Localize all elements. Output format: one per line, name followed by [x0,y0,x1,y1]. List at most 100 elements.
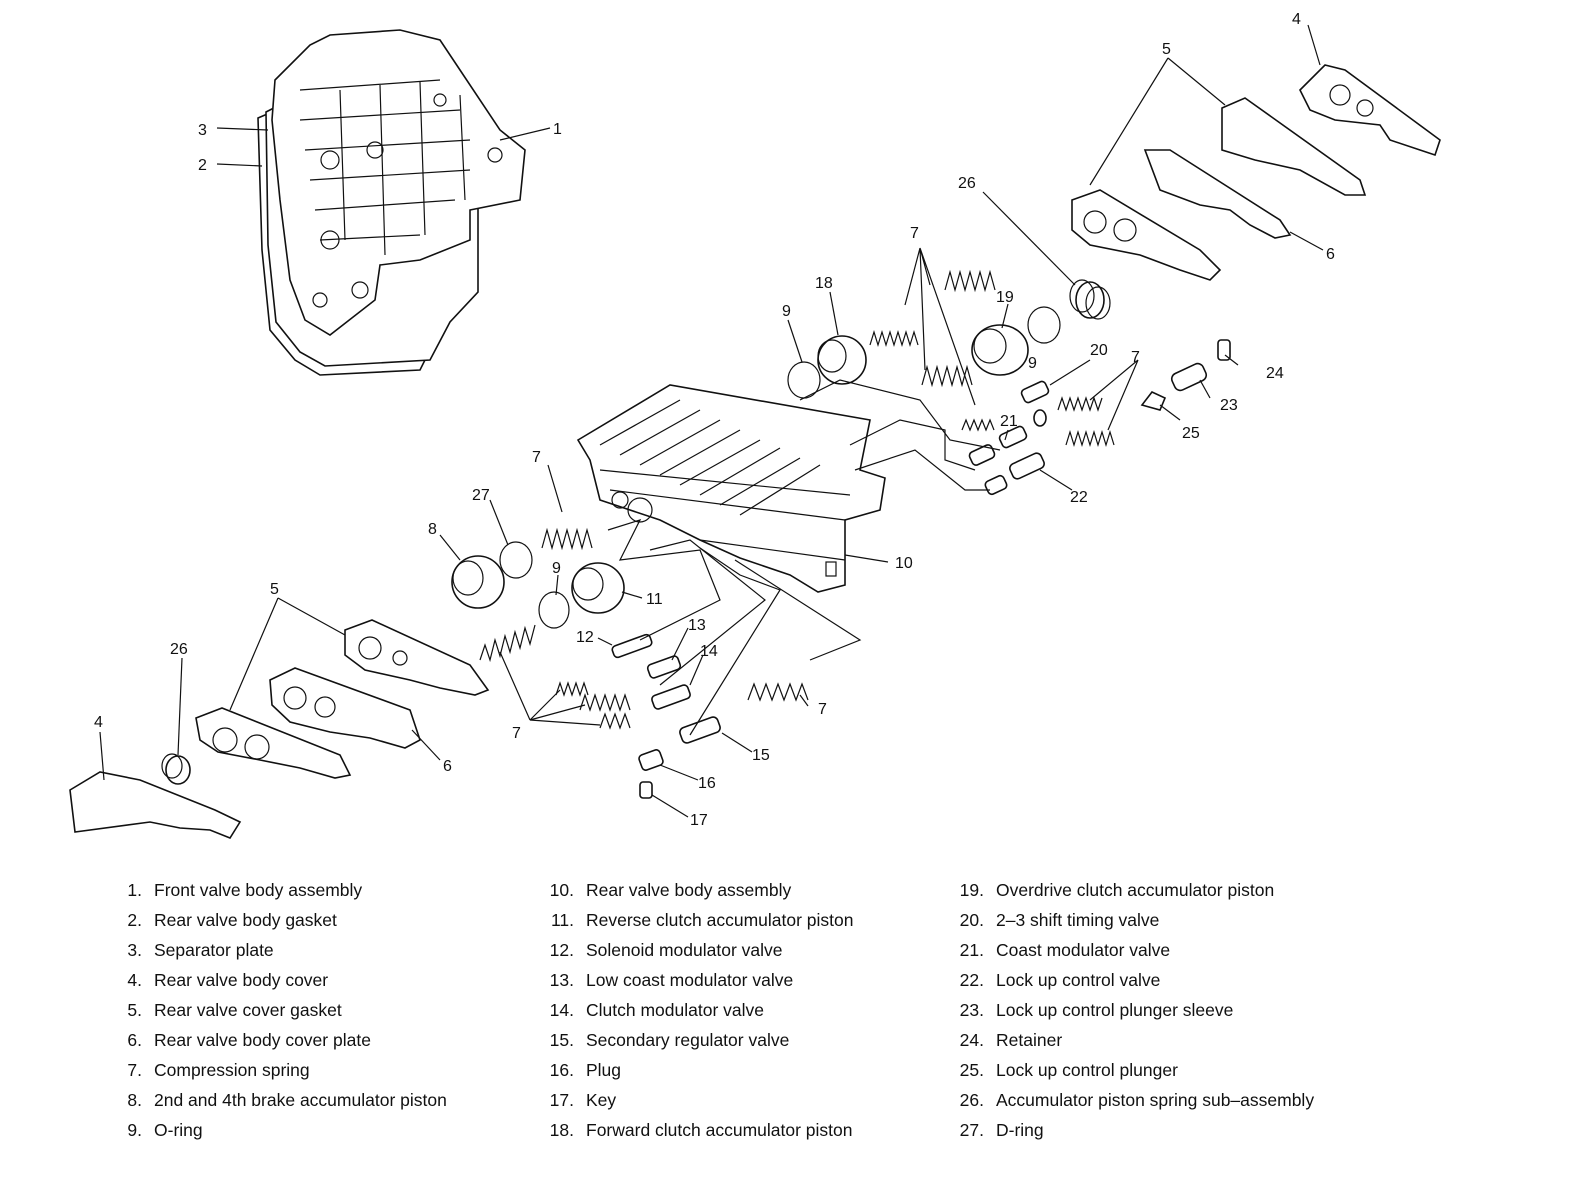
callout-26: 26 [170,641,188,658]
legend-label: O-ring [154,1120,203,1140]
legend-label: Secondary regulator valve [586,1030,790,1050]
accumulator-spring-upper [1069,279,1111,320]
callout-6: 6 [443,758,452,775]
callout-9: 9 [782,303,791,320]
callout-1: 1 [553,121,562,138]
callout-4: 4 [94,714,103,731]
legend-label: Plug [586,1060,622,1080]
legend-number: 14. [549,1000,574,1020]
legend-label: Rear valve cover gasket [154,1000,342,1020]
legend-label: Reverse clutch accumulator piston [586,910,854,930]
callout-23: 23 [1220,397,1238,414]
legend-item: 10.Rear valve body assembly [540,878,853,908]
legend-number: 5. [127,1000,142,1020]
legend-label: Coast modulator valve [996,940,1171,960]
rear-valve-cover-gasket-upper [1221,97,1367,196]
legend-item: 11. Reverse clutch accumulator piston [540,908,854,938]
reverse-clutch-accumulator-piston [571,562,625,614]
front-valve-body-assembly [271,29,526,336]
callout-27: 27 [472,487,490,504]
callout-14: 14 [700,643,718,660]
legend-label: 2nd and 4th brake accumulator piston [154,1090,447,1110]
callout-10: 10 [895,555,913,572]
callout-17: 17 [690,812,708,829]
accumulator-spring-lower [161,753,191,785]
compression-springs [479,269,1115,730]
legend-label: Rear valve body cover [154,970,329,990]
legend-number: 12. [549,940,574,960]
legend-label: Compression spring [154,1060,310,1080]
legend-label: Rear valve body gasket [154,910,337,930]
legend-item: 12.Solenoid modulator valve [540,938,853,968]
legend-number: 2. [127,910,142,930]
legend-item: 9.O-ring [108,1118,447,1148]
legend-item: 18. Forward clutch accumulator piston [540,1118,853,1148]
legend-label: Clutch modulator valve [586,1000,764,1020]
legend-number: 19. [959,880,984,900]
second-fourth-brake-accumulator-piston [451,555,505,609]
legend-item: 8. 2nd and 4th brake accumulator piston [108,1088,447,1118]
legend-label: Overdrive clutch accumulator piston [996,880,1275,900]
exploded-valve-body-diagram: 1 2 3 4 5 6 26 7 18 9 19 9 20 7 24 23 21… [69,11,1441,839]
legend-number: 20. [959,910,984,930]
callout-8: 8 [428,521,437,538]
legend-item: 3.Separator plate [108,938,447,968]
legend-item: 22.Lock up control valve [950,968,1314,998]
forward-clutch-accumulator-piston [817,335,867,385]
callout-3: 3 [198,122,207,139]
legend-number: 18. [549,1120,574,1140]
overdrive-clutch-accumulator-piston [971,324,1029,376]
legend-item: 2. Rear valve body gasket [108,908,447,938]
callout-6: 6 [1326,246,1335,263]
legend-item: 15. Secondary regulator valve [540,1028,853,1058]
valves-and-small-parts [611,339,1231,799]
legend-number: 11. [550,910,574,930]
callout-11: 11 [646,591,663,608]
legend-column-3: 19. Overdrive clutch accumulator piston 2… [950,878,1314,1148]
legend-label: Forward clutch accumulator piston [586,1120,853,1140]
rear-valve-body-cover-plate-upper [1143,149,1292,239]
callout-4: 4 [1292,11,1301,28]
legend-item: 27. D-ring [950,1118,1314,1148]
rear-valve-body-assembly [576,384,886,593]
legend-label: Retainer [996,1030,1063,1050]
legend-label: Rear valve body cover plate [154,1030,371,1050]
o-ring-upper-right [1027,306,1061,344]
legend-number: 8. [127,1090,142,1110]
legend-item: 17.Key [540,1088,853,1118]
rear-valve-body-cover-upper [1299,64,1441,157]
callout-7: 7 [512,725,521,742]
legend-label: Separator plate [154,940,274,960]
callout-12: 12 [576,629,594,646]
legend-item: 13.Low coast modulator valve [540,968,853,998]
callout-19: 19 [996,289,1014,306]
legend-item: 5. Rear valve cover gasket [108,998,447,1028]
legend-number: 25. [959,1060,984,1080]
rear-valve-cover-gasket-mid [1071,189,1222,281]
legend-item: 25. Lock up control plunger [950,1058,1314,1088]
legend-label: Lock up control plunger [996,1060,1178,1080]
callout-21: 21 [1000,413,1018,430]
callout-22: 22 [1070,489,1088,506]
parts-legend: 1.Front valve body assembly 2.Rear valve… [0,878,1584,1178]
callout-7: 7 [1131,349,1140,366]
legend-number: 15. [549,1030,574,1050]
legend-item: 6.Rear valve body cover plate [108,1028,447,1058]
legend-item: 26.Accumulator piston spring sub–assembl… [950,1088,1314,1118]
legend-number: 10. [549,880,574,900]
rear-valve-cover-gasket-lower-a [344,619,490,696]
callout-5: 5 [270,581,279,598]
callout-25: 25 [1182,425,1200,442]
d-ring [499,541,533,579]
legend-number: 27. [959,1120,984,1140]
legend-number: 7. [127,1060,142,1080]
legend-label: D-ring [996,1120,1044,1140]
legend-item: 21.Coast modulator valve [950,938,1314,968]
legend-item: 19. Overdrive clutch accumulator piston [950,878,1314,908]
callout-2: 2 [198,157,207,174]
callout-13: 13 [688,617,706,634]
legend-column-1: 1.Front valve body assembly 2.Rear valve… [108,878,447,1148]
legend-label: Accumulator piston spring sub–assembly [996,1090,1315,1110]
callout-9: 9 [1028,355,1037,372]
rear-valve-body-cover-lower [69,771,242,839]
